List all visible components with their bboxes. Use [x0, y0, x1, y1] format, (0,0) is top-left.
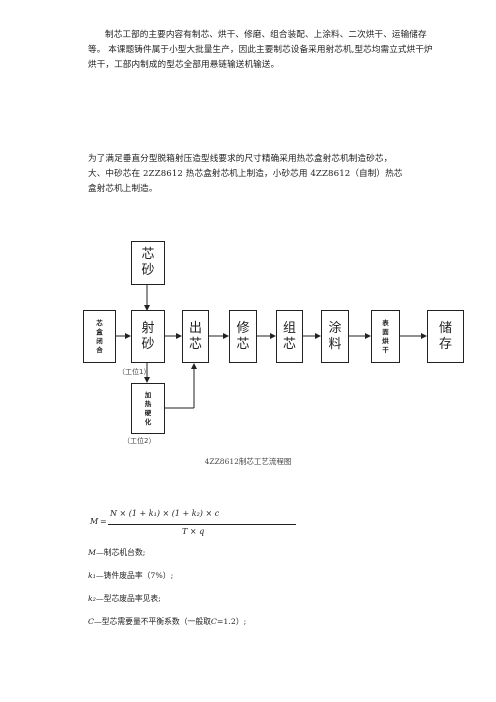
definition-c-end: =1.2）; — [216, 617, 247, 626]
paragraph-method: 为了满足垂直分型脱箱射压造型线要求的尺寸精确采用热芯盒射芯机制造砂芯， 大、中砂… — [88, 152, 440, 197]
surface-drying-label: 表 面 烘 干 — [382, 318, 389, 354]
box-core-assemble: 组 芯 — [276, 310, 303, 363]
method-line-1: 为了满足垂直分型脱箱射压造型线要求的尺寸精确采用热芯盒射芯机制造砂芯， — [88, 154, 393, 164]
box-storage: 储 存 — [427, 310, 464, 363]
definition-c-symbol-2: C — [210, 617, 217, 626]
definition-k2-text: —型芯废品率见表; — [95, 594, 161, 603]
core-eject-label: 出 芯 — [188, 320, 202, 352]
paragraph-intro: 制芯工部的主要内容有制芯、烘干、修磨、组合装配、上涂料、二次烘干、运输储存等。 … — [88, 28, 440, 73]
sand-shooting-label: 射 砂 — [141, 320, 155, 352]
core-box-close-label: 芯 盒 闭 合 — [96, 318, 103, 354]
formula-denominator: T × q — [182, 527, 205, 536]
formula-lhs: M — [90, 517, 99, 526]
definition-m-symbol: M — [88, 548, 96, 557]
box-surface-drying: 表 面 烘 干 — [371, 310, 400, 363]
core-sand-label: 芯 砂 — [141, 247, 155, 278]
core-assemble-label: 组 芯 — [282, 320, 296, 352]
definition-c-symbol: C — [88, 617, 94, 626]
box-sand-shooting: 射 砂 — [131, 310, 165, 363]
coating-label: 涂 料 — [328, 320, 342, 352]
definition-k1-text: —铸件废品率（7%）; — [95, 571, 174, 580]
heat-hardening-label: 加 热 硬 化 — [144, 390, 152, 426]
station-1-label: （工位1） — [118, 368, 151, 376]
definition-k1: k₁—铸件废品率（7%）; — [88, 570, 173, 581]
definition-m-text: —制芯机台数; — [95, 548, 146, 557]
definition-m: M—制芯机台数; — [88, 547, 145, 558]
box-core-sand: 芯 砂 — [131, 241, 165, 285]
definition-k1-symbol: k₁ — [88, 571, 96, 580]
core-trim-label: 修 芯 — [236, 320, 250, 352]
method-line-3: 盒射芯机上制造。 — [88, 184, 158, 194]
definition-k2-symbol: k₂ — [88, 594, 96, 603]
definition-k2: k₂—型芯废品率见表; — [88, 593, 161, 604]
box-coating: 涂 料 — [321, 310, 349, 363]
station-2-label: （工位2） — [123, 437, 156, 445]
definition-c: C—型芯需要量不平衡系数（一般取C=1.2）; — [88, 616, 246, 627]
formula-numerator: N × (1 + k₁) × (1 + k₂) × c — [110, 509, 220, 518]
box-core-eject: 出 芯 — [182, 310, 209, 363]
box-core-box-close: 芯 盒 闭 合 — [83, 310, 116, 363]
flowchart-caption: 4ZZ8612制芯工艺流程图 — [204, 457, 292, 466]
definition-c-text: —型芯需要量不平衡系数（一般取 — [93, 617, 211, 626]
storage-label: 储 存 — [438, 320, 452, 352]
fraction-bar — [108, 524, 296, 525]
box-heat-hardening: 加 热 硬 化 — [131, 383, 165, 434]
method-line-2: 大、中砂芯在 2ZZ8612 热芯盒射芯机上制造，小砂芯用 4ZZ8612（自制… — [88, 169, 403, 179]
box-core-trim: 修 芯 — [229, 310, 257, 363]
formula-equals: = — [100, 517, 107, 526]
intro-text: 制芯工部的主要内容有制芯、烘干、修磨、组合装配、上涂料、二次烘干、运输储存等。 … — [88, 30, 433, 70]
